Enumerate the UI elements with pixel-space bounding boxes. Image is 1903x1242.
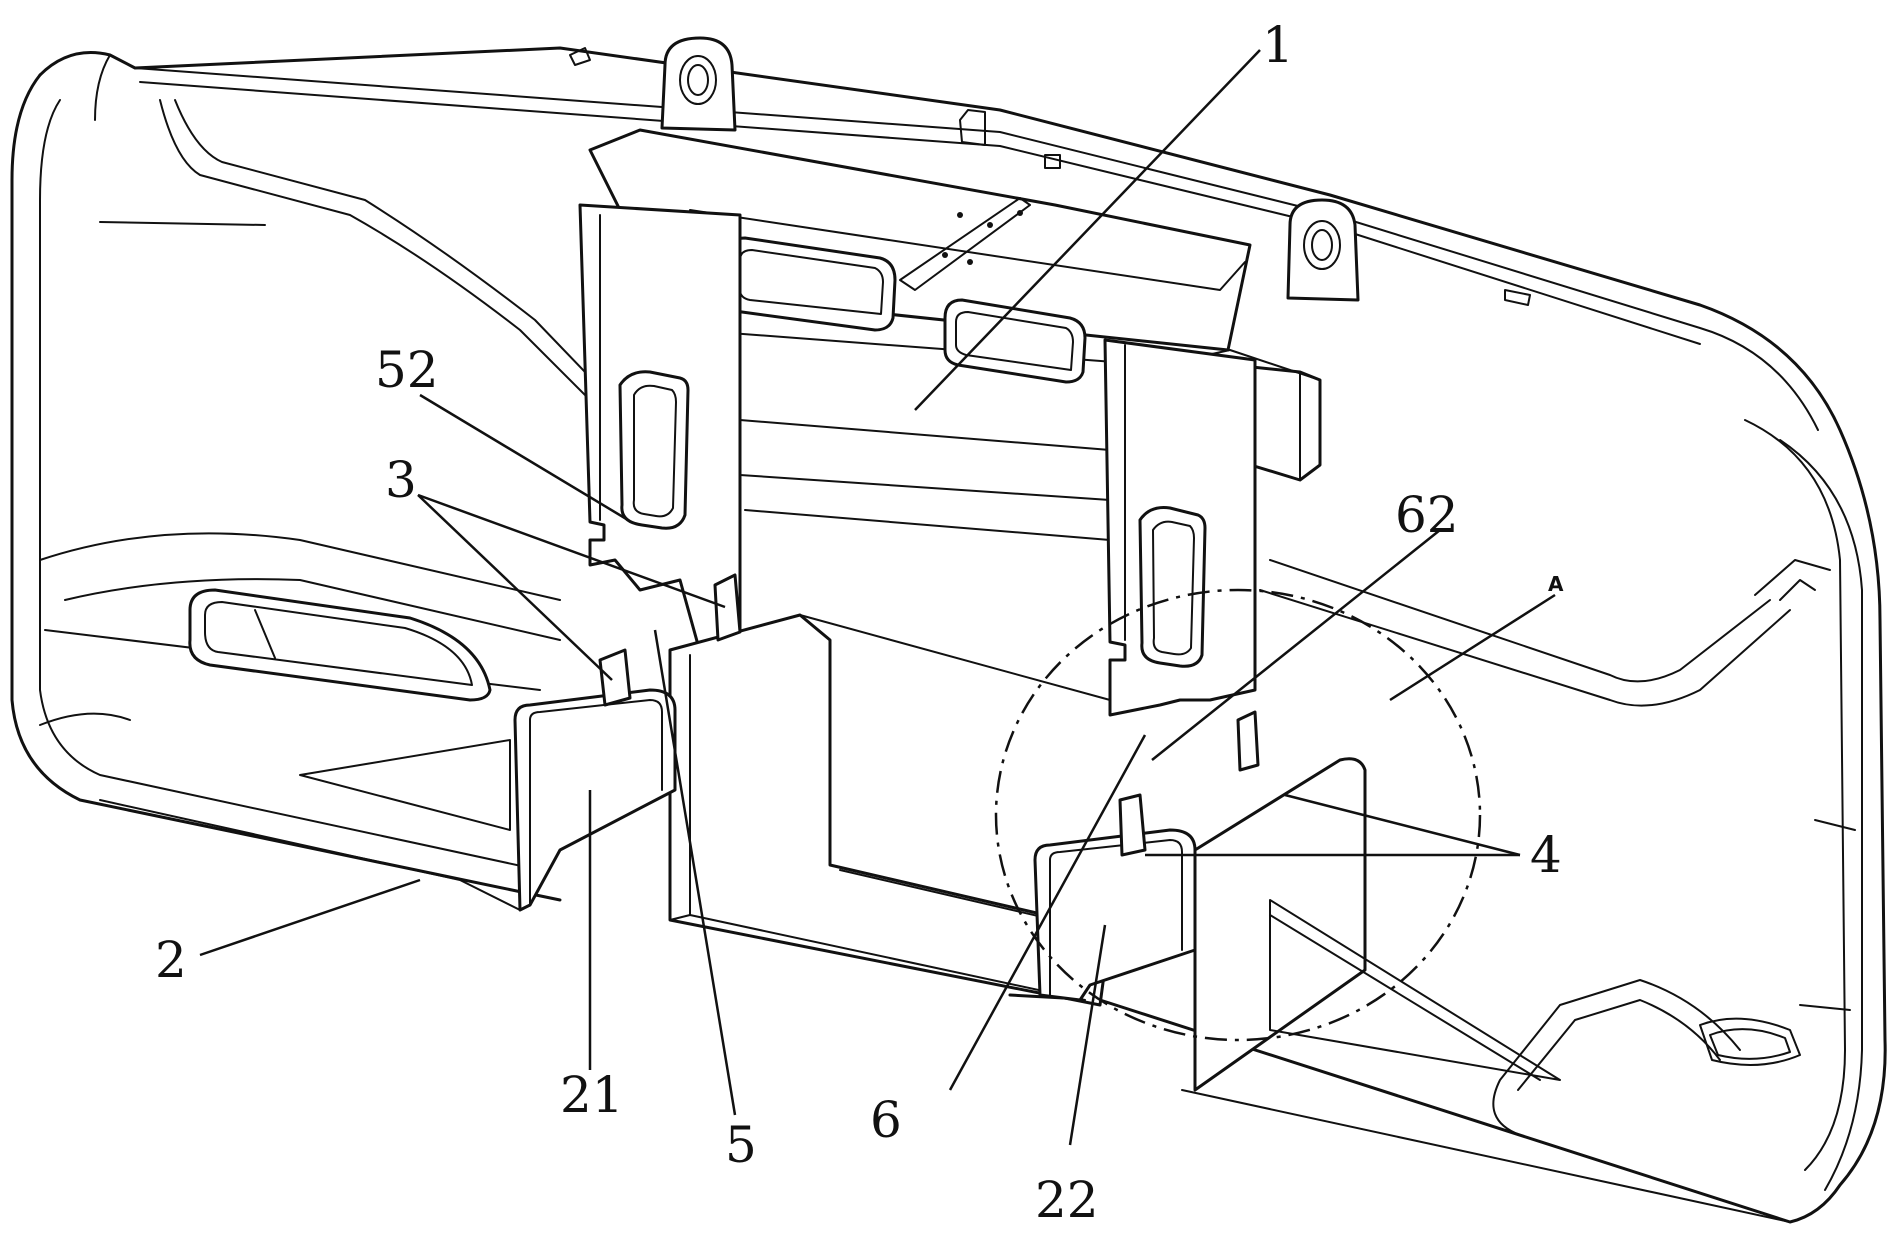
label-62: 62 [1395,486,1459,544]
label-5: 5 [725,1116,757,1174]
detail-circle-a [994,588,1482,1042]
label-6: 6 [870,1091,902,1149]
label-21: 21 [560,1066,624,1124]
label-a: A [1548,572,1564,596]
label-3: 3 [385,451,417,509]
upright-plate-right [1103,338,1257,717]
outer-shell [10,46,1887,1224]
left-u-channel [99,573,742,912]
label-1: 1 [1262,16,1294,74]
leader-lines [199,49,1556,1146]
label-2: 2 [155,931,187,989]
label-52: 52 [375,341,439,399]
label-22: 22 [1035,1171,1099,1229]
right-u-channel [1033,710,1791,1223]
label-4: 4 [1530,826,1562,884]
left-end [39,99,611,726]
